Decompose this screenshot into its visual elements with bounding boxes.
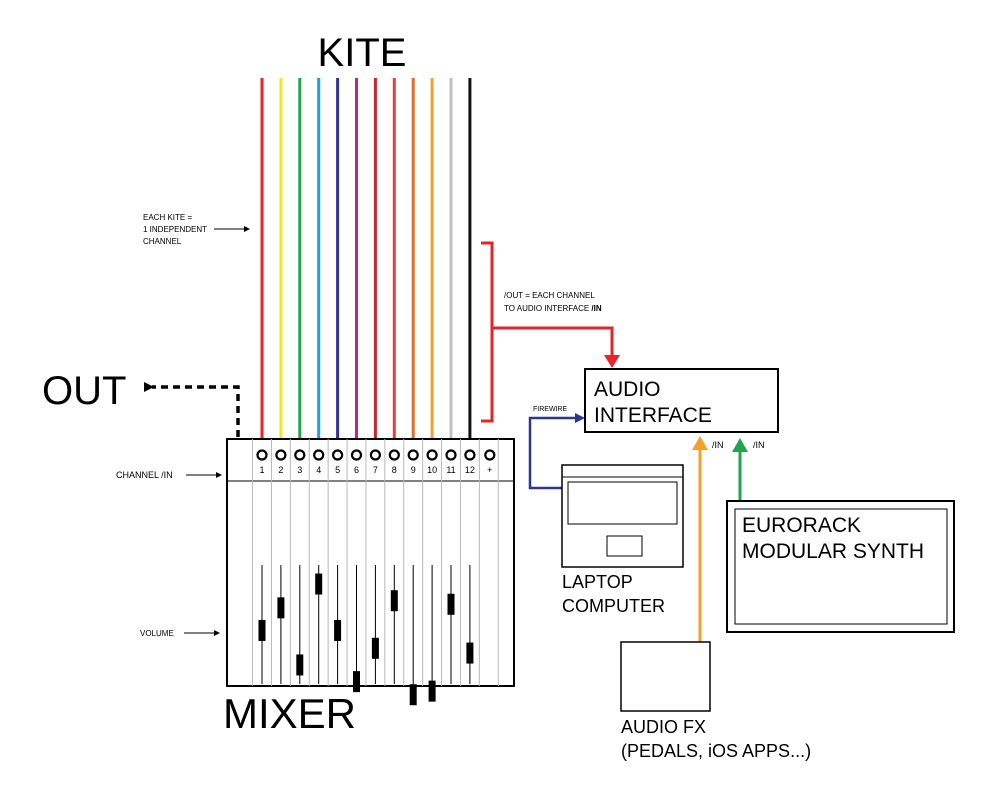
audio-interface-line2: INTERFACE bbox=[594, 404, 712, 427]
audio-interface-box bbox=[584, 368, 779, 433]
channel-jack-9 bbox=[407, 449, 419, 461]
output-bus bbox=[481, 241, 620, 423]
channel-label-9: 9 bbox=[411, 465, 416, 475]
channel-label-8: 8 bbox=[392, 465, 397, 475]
channel-jack-7 bbox=[369, 449, 381, 461]
kite-note: EACH KITE = 1 INDEPENDENT CHANNEL bbox=[143, 213, 250, 246]
channel-label-7: 7 bbox=[373, 465, 378, 475]
channel-jack-12 bbox=[464, 449, 476, 461]
laptop-line1: LAPTOP bbox=[562, 572, 633, 592]
out-note-line2-bold: /IN bbox=[591, 304, 601, 313]
channel-jack-1 bbox=[256, 449, 268, 461]
audio-fx-box bbox=[620, 641, 711, 712]
channel-jack-3 bbox=[294, 449, 306, 461]
kite-note-line1: EACH KITE = bbox=[143, 213, 192, 222]
channel-label-6: 6 bbox=[354, 465, 359, 475]
channel-jack-4 bbox=[313, 449, 325, 461]
audio-interface-line1: AUDIO bbox=[594, 378, 661, 401]
laptop-screen bbox=[567, 481, 678, 525]
eurorack-outer-box bbox=[726, 500, 955, 633]
audio-fx-arrowhead bbox=[692, 436, 708, 450]
out-note-line2-text: TO AUDIO INTERFACE bbox=[504, 304, 591, 313]
fader-knob-2 bbox=[277, 597, 285, 619]
channel-jack-5 bbox=[332, 449, 344, 461]
channel-label-2: 2 bbox=[278, 465, 283, 475]
channel-label-3: 3 bbox=[297, 465, 302, 475]
kite-note-line3: CHANNEL bbox=[143, 237, 182, 246]
firewire-cable bbox=[528, 416, 577, 490]
audio-fx-line1: AUDIO FX bbox=[621, 717, 706, 737]
out-label: OUT bbox=[42, 369, 126, 413]
out-dashed-arrow bbox=[144, 382, 240, 437]
channel-label-11: 11 bbox=[446, 465, 455, 475]
audio-fx-in-label: /IN bbox=[712, 440, 724, 450]
out-note-line2: TO AUDIO INTERFACE /IN bbox=[504, 304, 602, 313]
channel-jack-6 bbox=[350, 449, 363, 461]
eurorack-line2: MODULAR SYNTH bbox=[742, 540, 924, 563]
laptop-icon bbox=[561, 464, 684, 568]
firewire-arrowhead bbox=[575, 413, 585, 423]
mixer-faders bbox=[258, 565, 474, 706]
laptop-trackpad bbox=[606, 535, 643, 557]
fader-knob-11 bbox=[447, 593, 455, 615]
fader-knob-3 bbox=[296, 654, 304, 676]
channel-jack-11 bbox=[445, 449, 457, 461]
eurorack-arrowhead bbox=[732, 438, 748, 452]
audio-fx-line2: (PEDALS, iOS APPS...) bbox=[621, 741, 811, 761]
channel-jack-plus bbox=[484, 449, 496, 461]
eurorack-in-label: /IN bbox=[753, 440, 765, 450]
channel-label-12: 12 bbox=[465, 465, 475, 475]
channel-in-arrowhead bbox=[216, 472, 222, 478]
out-note-line1: /OUT = EACH CHANNEL bbox=[504, 291, 595, 300]
output-bus-arrow bbox=[492, 326, 614, 357]
fader-knob-1 bbox=[258, 619, 266, 641]
mixer-body bbox=[226, 438, 515, 687]
mixer-label: MIXER bbox=[223, 690, 356, 737]
channel-jack-2 bbox=[275, 449, 287, 461]
kite-note-arrowhead bbox=[244, 226, 250, 232]
eurorack-inner-box bbox=[734, 508, 948, 625]
volume-arrowhead bbox=[214, 630, 220, 636]
output-bus-arrowhead bbox=[604, 355, 620, 368]
laptop-line2: COMPUTER bbox=[562, 596, 665, 616]
output-bus-bracket bbox=[481, 241, 494, 423]
channel-label-1: 1 bbox=[259, 465, 264, 475]
volume-label: VOLUME bbox=[140, 629, 174, 638]
eurorack-line1: EURORACK bbox=[742, 514, 861, 537]
fader-knob-9 bbox=[409, 684, 417, 706]
channel-jack-8 bbox=[388, 449, 400, 461]
kite-note-line2: 1 INDEPENDENT bbox=[143, 225, 207, 234]
kite-lines bbox=[260, 78, 472, 451]
kite-title: KITE bbox=[318, 31, 407, 75]
channel-label-plus: + bbox=[487, 465, 492, 475]
fader-knob-8 bbox=[390, 590, 398, 612]
fader-knob-5 bbox=[334, 619, 342, 641]
fader-knob-10 bbox=[428, 680, 436, 702]
mixer-strips bbox=[252, 439, 499, 686]
channel-label-5: 5 bbox=[335, 465, 340, 475]
fader-knob-12 bbox=[466, 642, 474, 664]
channel-label-10: 10 bbox=[427, 465, 437, 475]
fader-knob-6 bbox=[353, 671, 360, 693]
channel-jack-10 bbox=[426, 449, 438, 461]
fader-knob-7 bbox=[371, 637, 379, 659]
fader-knob-4 bbox=[315, 573, 323, 595]
firewire-label: FIREWIRE bbox=[533, 406, 568, 413]
channel-label-4: 4 bbox=[316, 465, 321, 475]
channel-in-label: CHANNEL /IN bbox=[116, 470, 173, 480]
